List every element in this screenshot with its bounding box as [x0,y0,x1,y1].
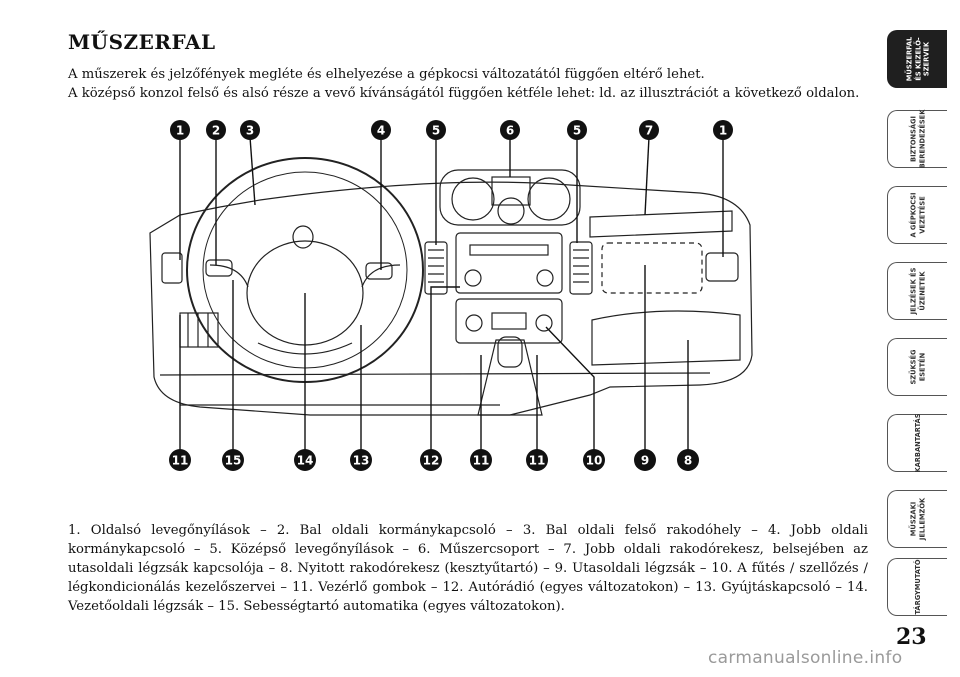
glovebox [591,310,741,366]
callout-14: 14 [294,449,316,471]
callout-6: 6 [500,120,520,140]
svg-text:12: 12 [423,454,440,468]
callout-11c: 11 [526,449,548,471]
svg-text:5: 5 [432,124,440,138]
svg-text:10: 10 [586,454,603,468]
gear-lever [477,339,543,416]
svg-text:7: 7 [645,124,653,138]
callout-3: 3 [240,120,260,140]
callout-1: 1 [170,120,190,140]
speedometer [527,177,571,221]
svg-text:14: 14 [297,454,314,468]
tab-jelzesek[interactable]: JELZÉSEK ÉS ÜZENETEK [887,262,947,320]
watermark: carmanualsonline.info [708,648,903,668]
tab-muszerfal[interactable]: MŰSZERFAL ÉS KEZELŐ- SZERVEK [887,30,947,88]
callout-1b: 1 [713,120,733,140]
left-side-vent [161,252,183,284]
callouts-bottom: 11 15 14 13 12 11 11 10 9 8 [169,449,699,471]
svg-text:4: 4 [377,124,385,138]
svg-text:11: 11 [172,454,189,468]
callout-15: 15 [222,449,244,471]
intro-line-2: A középső konzol felső és alsó része a v… [68,86,860,101]
page-number: 23 [896,624,927,650]
tab-szukseg[interactable]: SZÜKSÉG ESETÉN [887,338,947,396]
svg-text:11: 11 [473,454,490,468]
callout-13: 13 [350,449,372,471]
legend-caption: 1. Oldalsó levegőnyílások – 2. Bal oldal… [68,523,868,614]
callouts-top: 1 2 3 4 5 6 5 7 1 [170,120,733,140]
svg-text:11: 11 [529,454,546,468]
callout-11b: 11 [470,449,492,471]
svg-text:13: 13 [353,454,370,468]
tab-muszaki[interactable]: MŰSZAKI JELLEMZŐK [887,490,947,548]
right-side-vent [705,252,739,282]
dashboard-illustration: 1 2 3 4 5 6 5 7 1 11 15 14 13 12 11 11 1… [149,120,753,471]
tab-vezetese[interactable]: A GÉPKOCSI VEZETÉSE [887,186,947,244]
svg-text:15: 15 [225,454,242,468]
page-title: MŰSZERFAL [68,30,216,54]
callout-5a: 5 [426,120,446,140]
callout-7: 7 [639,120,659,140]
callout-9: 9 [634,449,656,471]
svg-text:5: 5 [573,124,581,138]
tachometer [451,177,495,221]
intro-text: A műszerek és jelzőfények megléte és elh… [68,65,868,103]
passenger-airbag-outline [601,242,703,294]
callout-12: 12 [420,449,442,471]
callout-10: 10 [583,449,605,471]
climate-panel [455,298,563,344]
intro-line-1: A műszerek és jelzőfények megléte és elh… [68,67,705,82]
callout-11a: 11 [169,449,191,471]
tab-targymutato[interactable]: TÁRGYMUTATÓ [887,558,947,616]
left-stalk [205,259,233,277]
dashboard-outline [149,181,753,416]
radio-unit [455,232,563,294]
right-stalk [365,262,393,280]
upper-storage [589,210,733,238]
tab-biztonsagi[interactable]: BIZTONSÁGI BERENDEZÉSEK [887,110,947,168]
svg-text:9: 9 [641,454,649,468]
svg-text:8: 8 [684,454,692,468]
svg-text:1: 1 [719,124,727,138]
callout-5b: 5 [567,120,587,140]
svg-text:6: 6 [506,124,514,138]
tab-karbantartas[interactable]: KARBANTARTÁS [887,414,947,473]
center-vent-right [569,241,593,295]
callout-2: 2 [206,120,226,140]
svg-text:2: 2 [212,124,220,138]
callout-8: 8 [677,449,699,471]
svg-text:1: 1 [176,124,184,138]
svg-text:3: 3 [246,124,254,138]
callout-4: 4 [371,120,391,140]
